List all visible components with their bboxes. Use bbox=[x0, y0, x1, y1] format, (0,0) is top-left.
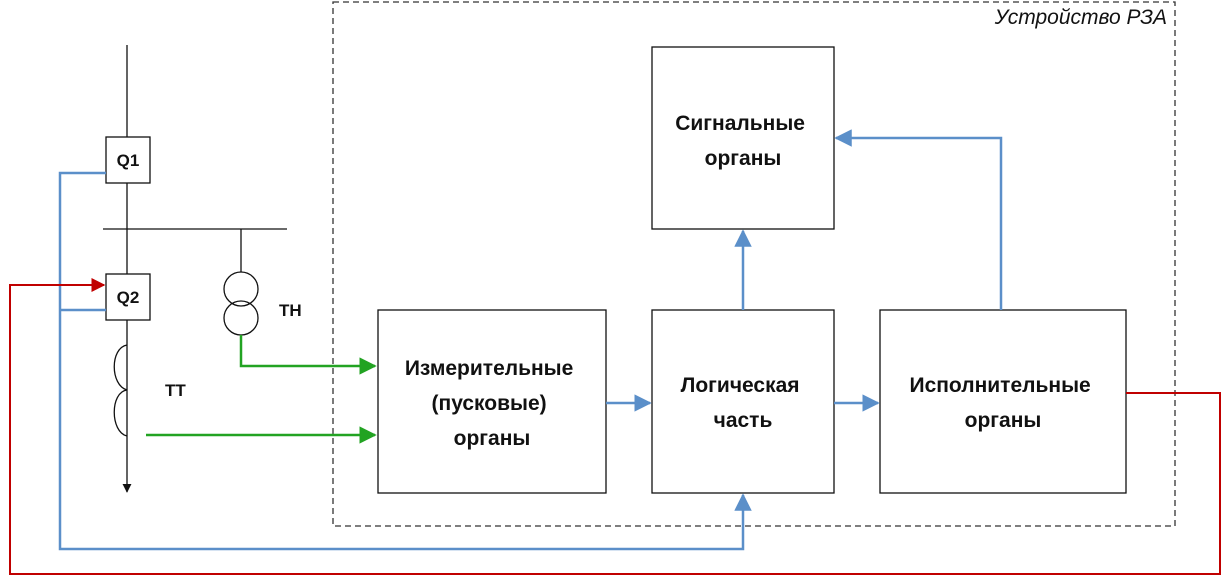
executive-organs-block[interactable] bbox=[879, 309, 1127, 494]
breaker-status-feedback-line bbox=[58, 171, 752, 551]
device-caption: Устройство РЗА bbox=[994, 6, 1167, 29]
breaker-q1[interactable] bbox=[105, 136, 151, 184]
signal-organs-block[interactable] bbox=[651, 46, 835, 230]
logic-part-block[interactable] bbox=[651, 309, 835, 494]
tn-signal-line bbox=[239, 335, 377, 375]
tn-winding-upper bbox=[223, 271, 259, 307]
current-transformer-coil bbox=[113, 344, 128, 437]
measuring-organs-block[interactable] bbox=[377, 309, 607, 494]
breaker-q2[interactable] bbox=[105, 273, 151, 321]
executive-to-signal-arrow bbox=[834, 129, 1003, 310]
breaker-q1-label: Q1 bbox=[117, 151, 140, 170]
measuring-organs-label: Измерительные (пусковые) органы bbox=[405, 357, 579, 450]
executive-organs-label: Исполнительные органы bbox=[909, 374, 1096, 432]
logic-part-label: Логическая часть bbox=[681, 374, 806, 432]
tt-label: ТТ bbox=[165, 381, 186, 400]
signal-organs-label: Сигнальные органы bbox=[675, 112, 811, 170]
breaker-q2-label: Q2 bbox=[117, 288, 140, 307]
device-boundary bbox=[332, 1, 1176, 527]
trip-command-line bbox=[9, 278, 1221, 575]
tn-label: ТН bbox=[279, 301, 302, 320]
